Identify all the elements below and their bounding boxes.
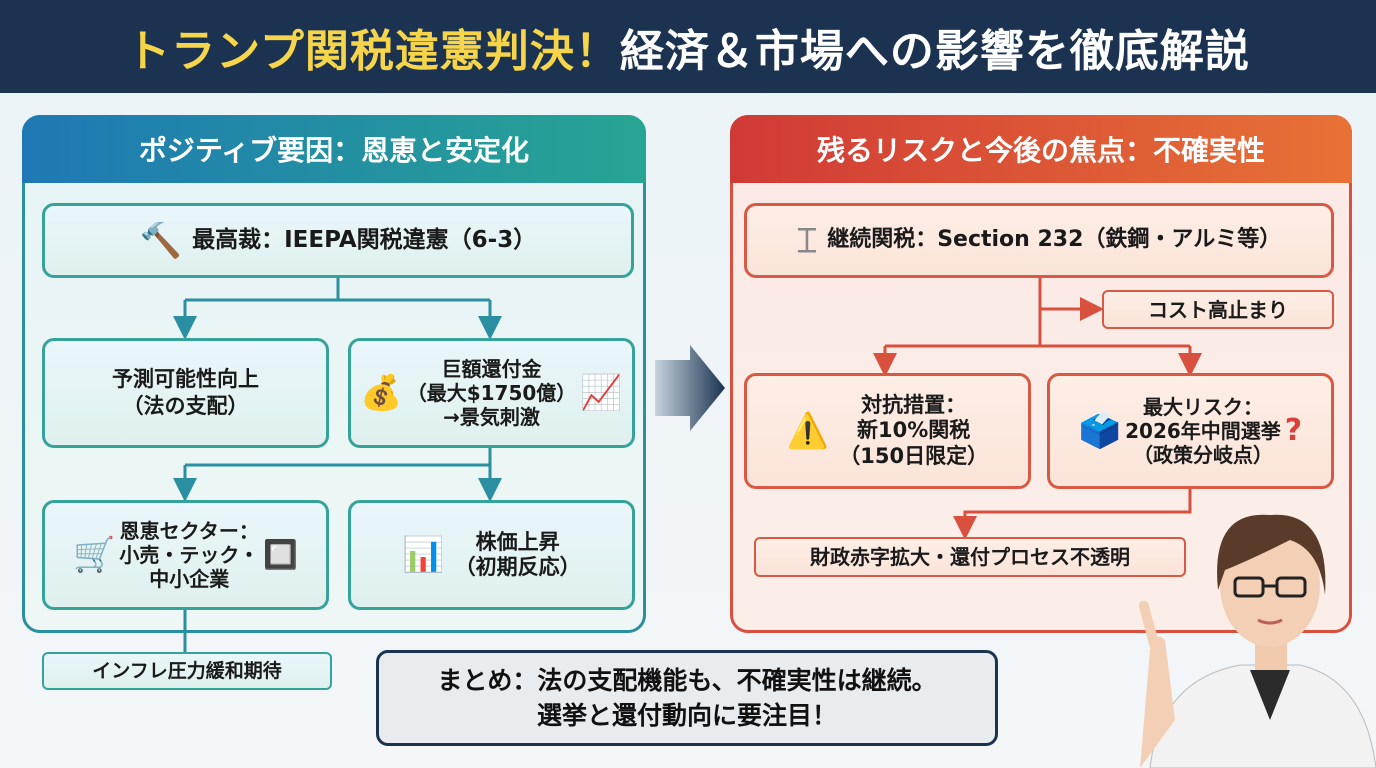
refund-line3: →景気刺激 [443, 405, 540, 429]
countermeasure-box: ⚠️ 対抗措置：新10%関税（150日限定） [744, 373, 1031, 489]
cost-text: コスト高止まり [1148, 297, 1288, 322]
maxrisk-line2: 2026年中間選挙 [1125, 419, 1281, 443]
money-bag-icon: 💰 [360, 373, 403, 413]
bar-chart-icon: 📊 [402, 535, 445, 575]
stocks-box: 📊 株価上昇（初期反応） [348, 500, 635, 610]
flow-arrow [655, 345, 725, 431]
growth-chart-icon: 📈 [580, 373, 623, 413]
title-part1: トランプ関税違憲判決！ [126, 25, 620, 77]
question-mark-icon: ? [1284, 413, 1303, 448]
continuing-text: 継続関税：Section 232（鉄鋼・アルミ等） [827, 227, 1282, 253]
predictability-line1: 予測可能性向上 [112, 366, 259, 391]
maxrisk-line3: （政策分岐点） [1132, 443, 1273, 467]
inflation-text: インフレ圧力緩和期待 [92, 659, 282, 682]
page-title: トランプ関税違憲判決！経済＆市場への影響を徹底解説 [0, 0, 1376, 93]
ruling-text: 最高裁：IEEPA関税違憲（6-3） [192, 226, 537, 253]
ruling-box: 🔨 最高裁：IEEPA関税違憲（6-3） [42, 203, 634, 278]
steel-beam-icon: ⌶ [796, 220, 818, 261]
sectors-line1: 恩恵セクター： [119, 519, 259, 543]
ballot-box-icon: 🗳️ [1078, 411, 1122, 451]
refund-line1: 巨額還付金 [441, 357, 542, 381]
predictability-line2: （法の支配） [122, 394, 249, 418]
countermeasure-line3: （150日限定） [839, 443, 989, 468]
cost-box: コスト高止まり [1102, 290, 1334, 329]
summary-box: まとめ：法の支配機能も、不確実性は継続。 選挙と還付動向に要注目！ [376, 650, 998, 746]
shopping-cart-icon: 🛒 [73, 535, 116, 575]
sectors-line3: 中小企業 [149, 567, 230, 591]
countermeasure-line1: 対抗措置： [861, 393, 967, 418]
sectors-line2: 小売・テック・ [119, 543, 260, 567]
positive-header: ポジティブ要因：恩恵と安定化 [22, 115, 646, 183]
refund-box: 💰 巨額還付金（最大$1750億）→景気刺激 📈 [348, 338, 635, 448]
stocks-line2: （初期反応） [454, 555, 581, 579]
countermeasure-line2: 新10%関税 [857, 418, 971, 443]
refund-line2: （最大$1750億） [406, 381, 577, 405]
summary-line1: まとめ：法の支配機能も、不確実性は継続。 [437, 666, 937, 695]
inflation-box: インフレ圧力緩和期待 [42, 652, 332, 690]
summary-line2: 選挙と還付動向に要注目！ [536, 701, 837, 730]
chip-icon: 🔲 [263, 538, 298, 571]
continuing-tariff-box: ⌶ 継続関税：Section 232（鉄鋼・アルミ等） [744, 203, 1334, 278]
sectors-box: 🛒 恩恵セクター：小売・テック・中小企業 🔲 [42, 500, 329, 610]
title-part2: 経済＆市場への影響を徹底解説 [619, 25, 1250, 77]
predictability-box: 予測可能性向上 （法の支配） [42, 338, 329, 448]
fiscal-box: 財政赤字拡大・還付プロセス不透明 [754, 537, 1186, 577]
fiscal-text: 財政赤字拡大・還付プロセス不透明 [810, 545, 1130, 569]
warning-icon: ⚠️ [786, 411, 830, 451]
maxrisk-line1: 最大リスク： [1142, 395, 1263, 419]
risk-header: 残るリスクと今後の焦点：不確実性 [730, 115, 1352, 183]
presenter-illustration [1138, 514, 1376, 768]
stocks-line1: 株価上昇 [475, 529, 560, 554]
gavel-icon: 🔨 [139, 220, 183, 261]
max-risk-box: 🗳️ 最大リスク：2026年中間選挙（政策分岐点） ? [1047, 373, 1334, 489]
